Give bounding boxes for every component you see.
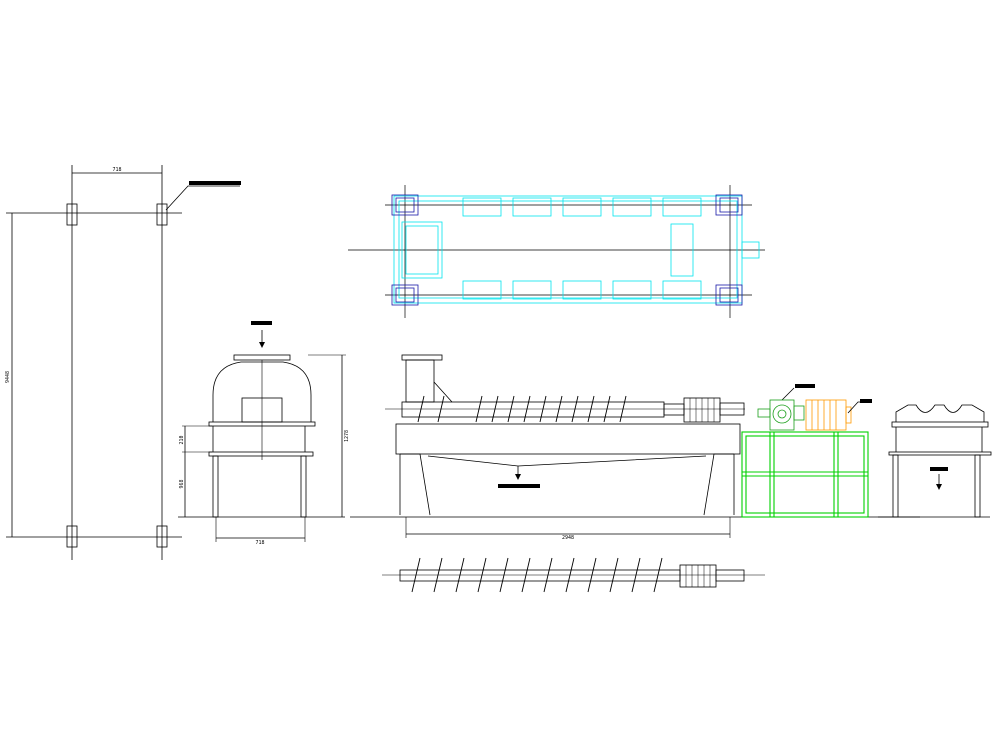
inlet-flange [233,354,291,361]
electric-motor [805,399,852,431]
anchor-plate-tl [66,203,78,226]
drive-coupling [663,403,685,416]
frame-leg-right [703,453,734,516]
gear-reducer [757,399,795,431]
anchor-plate-tr [156,203,168,226]
reducer-label [795,384,815,388]
anchor-plate-br [156,525,168,548]
plan-leader-line [165,185,240,211]
detail-shaft-body [399,569,681,582]
screw-shaft-detail [382,557,765,593]
inlet-label [251,321,272,325]
feed-inlet-flange [401,354,443,361]
frame-leg-left [400,453,431,516]
detail-shaft-end [715,569,745,582]
lower-leg-right [300,455,307,518]
dim-base-width: 718 [255,540,264,546]
dim-upper-height: 210 [179,435,185,444]
motor-label [860,399,872,403]
right-arrow-head [936,484,942,490]
right-mid-beam [888,451,992,456]
dim-end-height: 1278 [344,430,350,442]
lower-leg-left [212,455,219,518]
right-lower-leg-left [892,454,899,518]
dim-machine-length: 2948 [562,535,574,541]
end-elevation-view: 1278 210 968 718 [178,321,350,546]
dim-plan-length: 9448 [5,371,11,383]
drive-support-frame [741,431,869,518]
plan-frame-outline [393,195,760,304]
machine-frame-beam [395,423,741,455]
reducer-leader [781,387,795,401]
discharge-arrow-head [515,474,521,480]
coupling-guard [793,405,805,421]
plan-note-label [189,181,241,185]
right-lower-leg-right [974,454,981,518]
mid-frame-beam [208,451,314,457]
inlet-arrow-head [259,342,265,348]
screw-flights [417,395,627,423]
trough-section [895,404,985,422]
detail-flights [411,557,663,593]
plan-column-plates [391,194,743,306]
discharge-label [498,484,540,488]
side-elevation-view: 2948 [350,354,920,541]
foundation-plan-view: 718 9448 [5,165,241,560]
anchor-plate-bl [66,525,78,548]
right-top-beam [891,421,989,428]
right-outlet-label [930,467,948,471]
drive-shaft-end [719,402,745,416]
feed-inlet-chute [405,359,435,403]
dim-plan-width: 718 [112,167,121,173]
feed-chute-slope [433,381,453,403]
dim-lower-height: 968 [179,479,185,488]
discharge-trough [427,455,707,467]
right-end-view [878,404,992,518]
machine-plan-view [348,185,765,318]
drive-unit [741,384,872,518]
